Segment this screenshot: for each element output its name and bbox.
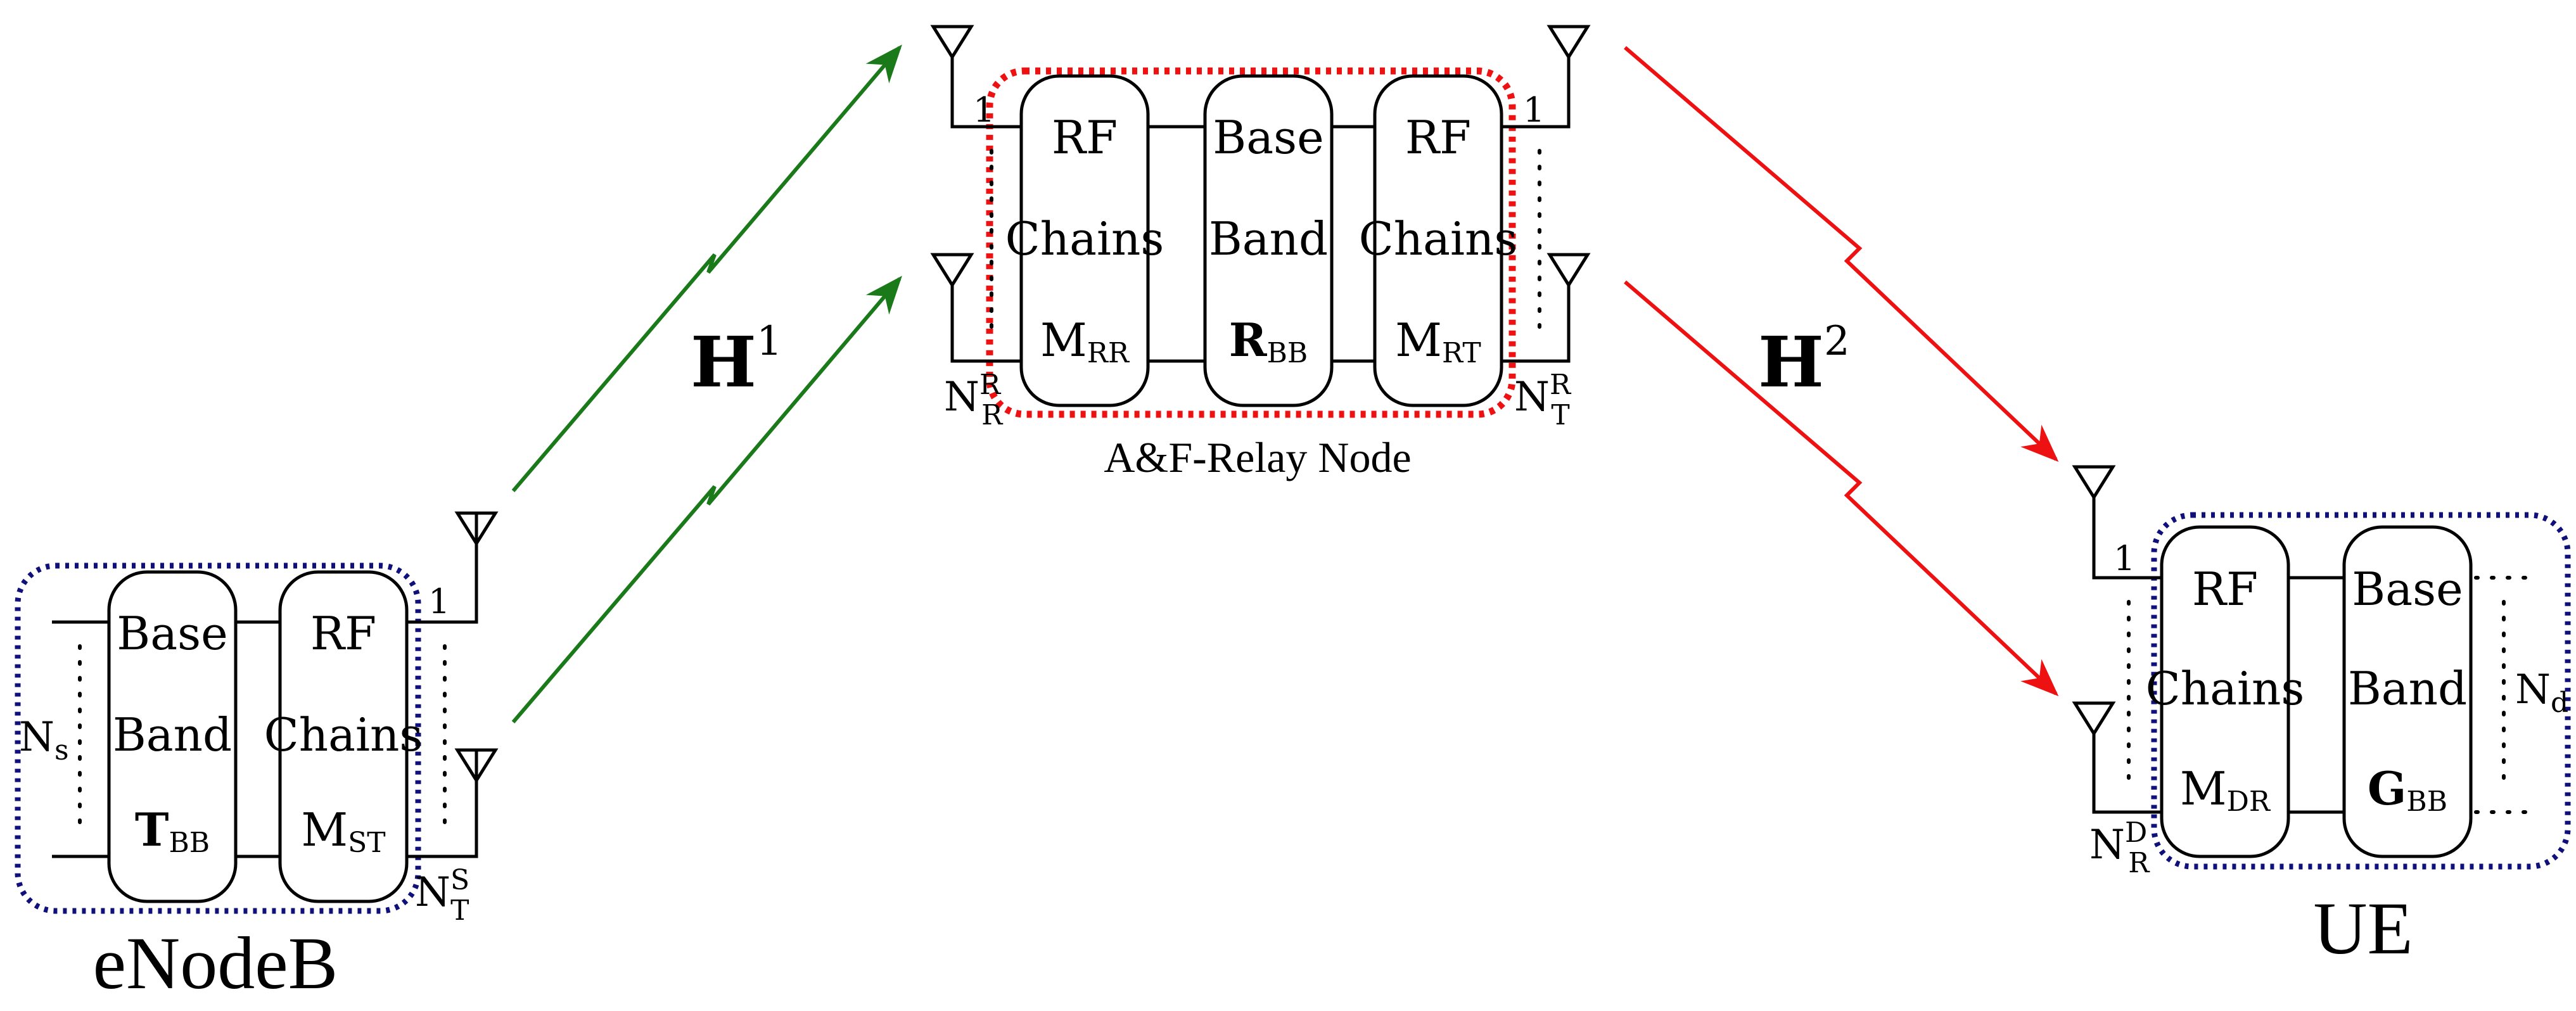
enodeb-antenna-feed-n	[407, 780, 478, 858]
relay-baseband-line1: Base	[1213, 111, 1323, 164]
ue-rf-block	[2160, 525, 2290, 858]
first-hop-path-bottom	[511, 276, 902, 723]
relay-rx-feed-1	[950, 57, 1021, 129]
second-hop-links: H2	[1624, 46, 2059, 697]
ue-baseband-matrix: GBB	[2368, 761, 2447, 818]
ue-baseband-line2: Band	[2348, 662, 2467, 715]
ue-baseband-block	[2342, 525, 2473, 858]
ue-rf-line1: RF	[2192, 563, 2258, 616]
relay-tx-first-label: 1	[1523, 90, 1545, 130]
enodeb-baseband-block	[107, 570, 238, 903]
ue-antenna-first-label: 1	[2114, 538, 2135, 578]
relay-rf-receive-line2: Chains	[1005, 212, 1164, 265]
relay-rf-receive-block	[1019, 74, 1150, 407]
relay-rf-transmit-line1: RF	[1405, 111, 1471, 164]
relay-rf-transmit-line2: Chains	[1359, 212, 1518, 265]
enodeb-rf-line2: Chains	[264, 708, 423, 761]
first-hop-links: H1	[511, 44, 902, 723]
ue-rf-line2: Chains	[2146, 662, 2305, 715]
relay-rf-receive-line1: RF	[1052, 111, 1118, 164]
first-hop-label: H1	[691, 318, 782, 403]
ue-antenna-feed-1	[2092, 497, 2162, 580]
enodeb-baseband-line2: Band	[113, 708, 232, 761]
relay-baseband-line2: Band	[1209, 212, 1328, 265]
enodeb-antenna-n-icon	[454, 748, 499, 784]
enodeb-antenna-first-label: 1	[428, 582, 450, 621]
relay-title: A&F-Relay Node	[1104, 433, 1411, 481]
ue-boundary	[2151, 512, 2571, 870]
ue-baseband-line1: Base	[2352, 563, 2463, 616]
relay-tx-antenna-n-icon	[1546, 253, 1591, 314]
enodeb-boundary	[15, 563, 421, 914]
enodeb-baseband-matrix: TBB	[135, 803, 210, 859]
relay-rx-feed-n	[950, 285, 1021, 363]
enodeb-rf-line1: RF	[310, 607, 376, 660]
second-hop-path-bottom	[1624, 280, 2059, 697]
relay-baseband-matrix: RBB	[1229, 313, 1308, 369]
enodeb-antenna-1-icon	[454, 511, 499, 547]
first-hop-path-top	[511, 44, 902, 492]
relay-rf-receive-matrix: MRR	[1040, 314, 1130, 369]
enodeb-antenna-feed-1	[407, 544, 478, 624]
relay-tx-antenna-1-icon	[1546, 25, 1591, 86]
ue-stream-label: Nd	[2515, 666, 2568, 719]
ue-antenna-feed-n	[2092, 734, 2162, 814]
relay-rf-transmit-matrix: MRT	[1395, 314, 1481, 369]
enodeb-rf-matrix: MST	[301, 803, 385, 859]
relay-baseband-block	[1203, 74, 1334, 407]
relay-boundary	[986, 67, 1516, 418]
ue-title: UE	[2313, 887, 2413, 970]
second-hop-path-top	[1624, 46, 2059, 462]
relay-rx-first-label: 1	[973, 90, 995, 130]
enodeb-stream-label: Ns	[19, 714, 69, 766]
enodeb-baseband-line1: Base	[117, 607, 227, 660]
second-hop-label: H2	[1758, 318, 1850, 403]
ue-rf-matrix: MDR	[2180, 762, 2271, 818]
relay-rf-transmit-block	[1373, 74, 1503, 407]
enodeb-title: eNodeB	[93, 922, 338, 1005]
enodeb-rf-block	[278, 570, 409, 903]
